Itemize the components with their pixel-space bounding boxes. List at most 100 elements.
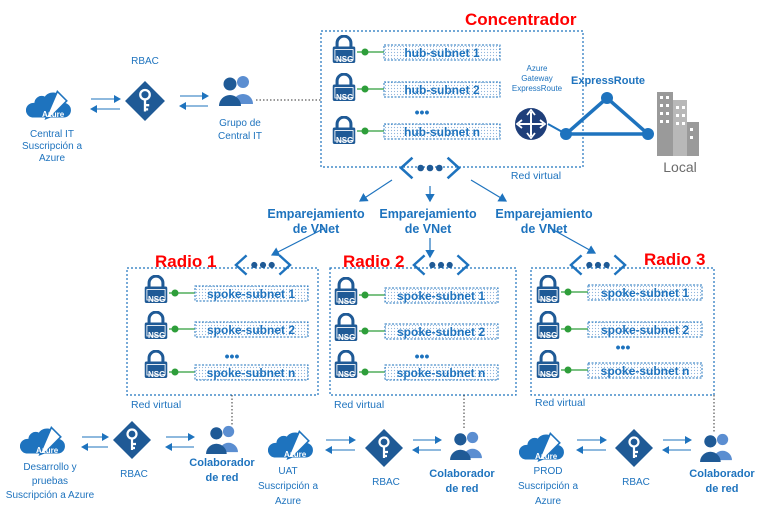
spoke-subnet-row-1[interactable]: NSG spoke-subnet 1 <box>333 277 499 307</box>
hub-vnet-box <box>320 30 584 168</box>
expressroute-label: ExpressRoute <box>571 75 645 87</box>
gateway-label-2: Gateway <box>521 74 553 83</box>
nsg-label: NSG <box>338 333 355 342</box>
spoke-vnet-label: Red virtual <box>131 399 181 411</box>
central-sub-line-1: Central IT <box>30 129 74 140</box>
hub-subnet-box <box>383 123 501 140</box>
nsg-label: NSG <box>336 136 353 145</box>
spoke-subnet-label: spoke-subnet 2 <box>397 325 485 339</box>
spoke-subnet-box <box>194 321 309 338</box>
central-rbac-label: RBAC <box>131 56 159 67</box>
rbac-key-icon[interactable] <box>614 428 654 468</box>
spoke-sub-line-1: UAT <box>278 466 297 477</box>
spoke-vnet-label: Red virtual <box>334 399 384 411</box>
spoke-vnet-icon[interactable] <box>569 254 627 276</box>
spoke-subnet-box <box>384 323 499 340</box>
spoke-vnet-box <box>530 267 715 396</box>
spoke-sub-line-3: Azure <box>275 496 302 507</box>
spoke-subnet-row-n[interactable]: NSG spoke-subnet n <box>535 350 703 380</box>
nsg-label: NSG <box>540 370 557 379</box>
spoke-subnet-label: spoke-subnet n <box>397 366 486 380</box>
hub-subnet-label: hub-subnet n <box>404 125 480 139</box>
users-group-icon[interactable] <box>219 76 253 106</box>
central-group-line-2: Central IT <box>218 131 262 142</box>
spoke-subnet-label: spoke-subnet 1 <box>397 289 485 303</box>
peering-section: Emparejamiento de VNet Emparejamiento de… <box>267 179 597 259</box>
rbac-key-icon[interactable] <box>112 420 152 460</box>
spoke-sub-line-3: Suscripción a Azure <box>6 490 95 501</box>
azure-cloud-label: Azure <box>36 446 59 455</box>
collab-line-2: de red <box>445 483 478 495</box>
connector-dot <box>564 325 572 333</box>
hub-subnet-row-2[interactable]: NSG hub-subnet 2 <box>331 73 501 103</box>
spoke-sub-line-1: PROD <box>534 466 563 477</box>
spoke-ellipsis: ••• <box>616 339 631 355</box>
nsg-label: NSG <box>336 93 353 102</box>
users-group-icon[interactable] <box>450 431 482 460</box>
central-it-section: Azure Central IT Suscripción a Azure RBA… <box>22 56 321 164</box>
spoke-1-section: Radio 1 NSG spoke-subnet 1 NSG spoke-sub… <box>6 252 319 501</box>
spoke-subnet-label: spoke-subnet 2 <box>207 323 295 337</box>
connector-dot <box>171 368 179 376</box>
expressroute-gateway-icon[interactable] <box>515 108 547 140</box>
spoke-vnet-icon[interactable] <box>412 254 470 276</box>
local-label: Local <box>663 159 696 175</box>
spoke-subnet-box <box>384 364 499 381</box>
nsg-label: NSG <box>338 370 355 379</box>
spoke-sub-line-2: pruebas <box>32 476 68 487</box>
hub-subnet-box <box>383 81 501 98</box>
nsg-label: NSG <box>338 297 355 306</box>
spoke-subnet-row-1[interactable]: NSG spoke-subnet 1 <box>143 275 309 305</box>
users-group-icon[interactable] <box>206 425 238 454</box>
expressroute-triangle-icon[interactable] <box>560 92 654 140</box>
spoke-subnet-label: spoke-subnet n <box>601 364 690 378</box>
spoke-subnet-row-2[interactable]: NSG spoke-subnet 2 <box>333 313 499 343</box>
spoke-subnet-box <box>587 321 703 338</box>
connector-dot <box>564 288 572 296</box>
peering-right-line-2: de VNet <box>521 222 568 236</box>
spoke-title: Radio 1 <box>155 252 216 271</box>
collab-line-1: Colaborador <box>689 468 755 480</box>
hub-subnet-row-n[interactable]: NSG hub-subnet n <box>331 116 501 146</box>
connector-dot <box>361 127 369 135</box>
spoke-vnet-label: Red virtual <box>535 397 585 409</box>
peering-right-line-1: Emparejamiento <box>495 207 593 221</box>
nsg-label: NSG <box>336 55 353 64</box>
hub-subnet-row-1[interactable]: NSG hub-subnet 1 <box>331 35 501 65</box>
hub-title: Concentrador <box>465 10 577 29</box>
connector-dot <box>361 291 369 299</box>
nsg-label: NSG <box>148 295 165 304</box>
nsg-label: NSG <box>148 331 165 340</box>
spoke-sub-line-1: Desarrollo y <box>23 462 76 473</box>
hub-subnet-label: hub-subnet 1 <box>404 46 480 60</box>
hub-subnet-box <box>383 44 501 61</box>
central-sub-line-3: Azure <box>39 153 66 164</box>
spoke-subnet-row-n[interactable]: NSG spoke-subnet n <box>333 350 499 381</box>
nsg-label: NSG <box>148 370 165 379</box>
connector-dot <box>361 85 369 93</box>
spoke-2-section: Radio 2 NSG spoke-subnet 1 NSG spoke-sub… <box>258 252 517 507</box>
spoke-subnet-row-1[interactable]: NSG spoke-subnet 1 <box>535 275 703 305</box>
spoke-subnet-label: spoke-subnet 1 <box>601 286 689 300</box>
spoke-subnet-box <box>194 285 309 302</box>
hub-subnet-label: hub-subnet 2 <box>404 83 480 97</box>
collab-line-2: de red <box>205 472 238 484</box>
spoke-sub-line-3: Azure <box>535 496 562 507</box>
spoke-subnet-row-n[interactable]: NSG spoke-subnet n <box>143 350 309 381</box>
hub-vnet-label: Red virtual <box>511 170 561 182</box>
spoke-vnet-icon[interactable] <box>234 254 292 276</box>
connector-dot <box>171 325 179 333</box>
spoke-rbac-label: RBAC <box>372 477 400 488</box>
spoke-subnet-row-2[interactable]: NSG spoke-subnet 2 <box>143 311 309 341</box>
rbac-key-icon[interactable] <box>124 80 166 122</box>
spoke-ellipsis: ••• <box>225 348 240 364</box>
hub-vnet-icon[interactable] <box>399 156 461 180</box>
azure-cloud-label: Azure <box>42 110 65 119</box>
connector-dot <box>361 327 369 335</box>
users-group-icon[interactable] <box>700 433 732 462</box>
spoke-subnet-row-2[interactable]: NSG spoke-subnet 2 <box>535 311 703 341</box>
rbac-key-icon[interactable] <box>364 428 404 468</box>
collab-line-2: de red <box>705 483 738 495</box>
connector-dot <box>171 289 179 297</box>
